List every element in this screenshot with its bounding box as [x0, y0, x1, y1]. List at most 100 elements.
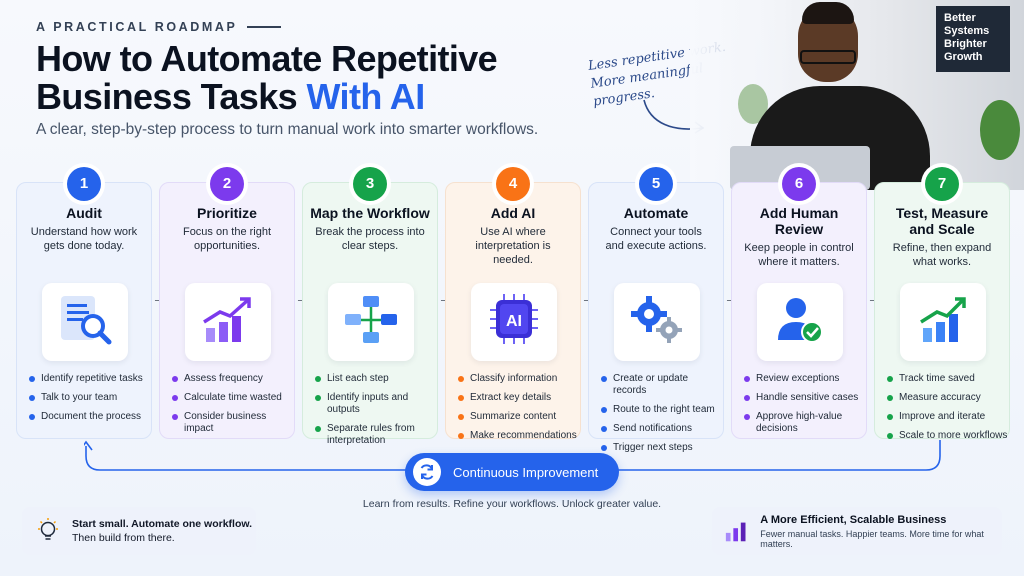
- bar-chart-icon: [725, 522, 746, 542]
- step-bullet: Trigger next steps: [599, 442, 723, 454]
- loop-caption: Learn from results. Refine your workflow…: [362, 498, 662, 510]
- step-icon-tile: [328, 283, 414, 361]
- growth-chart-icon: [196, 290, 260, 355]
- step-bullet: Consider business impact: [170, 411, 294, 435]
- step-bullet: Approve high-value decisions: [742, 411, 866, 435]
- title-accent: With AI: [306, 76, 425, 117]
- step-bullet: Separate rules from interpretation: [313, 423, 437, 447]
- tip-line-2: Then build from there.: [72, 532, 175, 544]
- page-subtitle: A clear, step-by-step process to turn ma…: [36, 121, 539, 138]
- step-bullet: Identify repetitive tasks: [27, 373, 151, 385]
- result-card: A More Efficient, Scalable Business Fewe…: [712, 507, 1002, 555]
- user-check-icon: [768, 290, 832, 355]
- lightbulb-icon: [38, 518, 58, 540]
- step-bullet: Calculate time wasted: [170, 392, 294, 404]
- step-number-badge: 2: [210, 167, 244, 201]
- step-bullet: List each step: [313, 373, 437, 385]
- step-title: Map the Workflow: [310, 205, 430, 221]
- tip-text: Start small. Automate one workflow. Then…: [72, 517, 252, 545]
- page-title: How to Automate Repetitive Business Task…: [36, 40, 596, 116]
- step-description: Refine, then expand what works.: [892, 242, 992, 268]
- title-line-2-plain: Business Tasks: [36, 76, 307, 117]
- step-icon-tile: [900, 283, 986, 361]
- ai-chip-icon: AI: [482, 290, 546, 355]
- step-number-badge: 6: [782, 167, 816, 201]
- step-description: Connect your tools and execute actions.: [605, 226, 707, 252]
- poster-line-2: Systems: [944, 25, 990, 37]
- person-hair: [802, 2, 854, 24]
- step-title: Prioritize: [197, 205, 257, 221]
- gears-icon: [625, 290, 689, 355]
- step-bullet: Handle sensitive cases: [742, 392, 866, 404]
- step-bullet: Create or update records: [599, 373, 723, 397]
- step-bullet: Talk to your team: [27, 392, 151, 404]
- step-bullet: Measure accuracy: [885, 392, 1009, 404]
- poster-line-3: Brighter: [944, 38, 987, 50]
- step-bullet: Send notifications: [599, 423, 723, 435]
- step-description: Break the process into clear steps.: [315, 226, 425, 252]
- step-number-badge: 4: [496, 167, 530, 201]
- step-description: Focus on the right opportunities.: [182, 226, 272, 252]
- step-title: Test, Measure and Scale: [895, 205, 989, 237]
- eyebrow-text: A PRACTICAL ROADMAP: [36, 20, 238, 34]
- result-subtitle: Fewer manual tasks. Happier teams. More …: [760, 528, 984, 549]
- flowchart-icon: [339, 290, 403, 355]
- step-bullet: Scale to more workflows: [885, 430, 1009, 442]
- step-description: Use AI where interpretation is needed.: [475, 226, 551, 266]
- step-number-badge: 5: [639, 167, 673, 201]
- step-bullet: Assess frequency: [170, 373, 294, 385]
- step-bullet: Make recommendations: [456, 430, 580, 442]
- step-bullet: Route to the right team: [599, 404, 723, 416]
- step-icon-tile: [185, 283, 271, 361]
- eyebrow-rule: [247, 26, 282, 28]
- svg-text:AI: AI: [506, 313, 522, 330]
- step-bullet: Review exceptions: [742, 373, 866, 385]
- poster-line-1: Better: [944, 12, 976, 24]
- step-description: Keep people in control where it matters.: [744, 242, 854, 268]
- wall-poster: Better Systems Brighter Growth: [936, 6, 1010, 72]
- step-icon-tile: [757, 283, 843, 361]
- step-title: Add AI: [490, 205, 536, 221]
- result-text: A More Efficient, Scalable Business Fewe…: [760, 514, 1002, 549]
- step-bullet: Classify information: [456, 373, 580, 385]
- tip-line-1: Start small. Automate one workflow.: [72, 518, 253, 530]
- title-line-2: Business Tasks With AI: [36, 78, 596, 116]
- continuous-improvement-badge: Continuous Improvement: [405, 453, 619, 491]
- poster-line-4: Growth: [944, 51, 983, 63]
- loop-arrow-icon: [84, 440, 941, 471]
- step-title: Automate: [623, 205, 689, 221]
- growth-bars-icon: [911, 290, 975, 355]
- continuous-improvement-label: Continuous Improvement: [453, 464, 599, 480]
- step-bullet: Summarize content: [456, 411, 580, 423]
- step-number-badge: 1: [67, 167, 101, 201]
- step-icon-tile: [614, 283, 700, 361]
- hero-photo: Better Systems Brighter Growth: [690, 0, 1024, 190]
- step-description: Understand how work gets done today.: [30, 226, 138, 252]
- step-title: Audit: [66, 205, 102, 221]
- plant-icon: [980, 100, 1020, 160]
- step-icon-tile: AI: [471, 283, 557, 361]
- title-line-1: How to Automate Repetitive: [36, 38, 498, 79]
- result-title: A More Efficient, Scalable Business: [760, 513, 947, 526]
- step-bullet: Extract key details: [456, 392, 580, 404]
- step-title: Add Human Review: [759, 205, 839, 237]
- audit-document-search-icon: [53, 290, 117, 355]
- glasses-icon: [800, 50, 856, 64]
- step-bullet: Document the process: [27, 411, 151, 423]
- step-bullet: Identify inputs and outputs: [313, 392, 437, 416]
- eyebrow: A PRACTICAL ROADMAP: [36, 20, 282, 34]
